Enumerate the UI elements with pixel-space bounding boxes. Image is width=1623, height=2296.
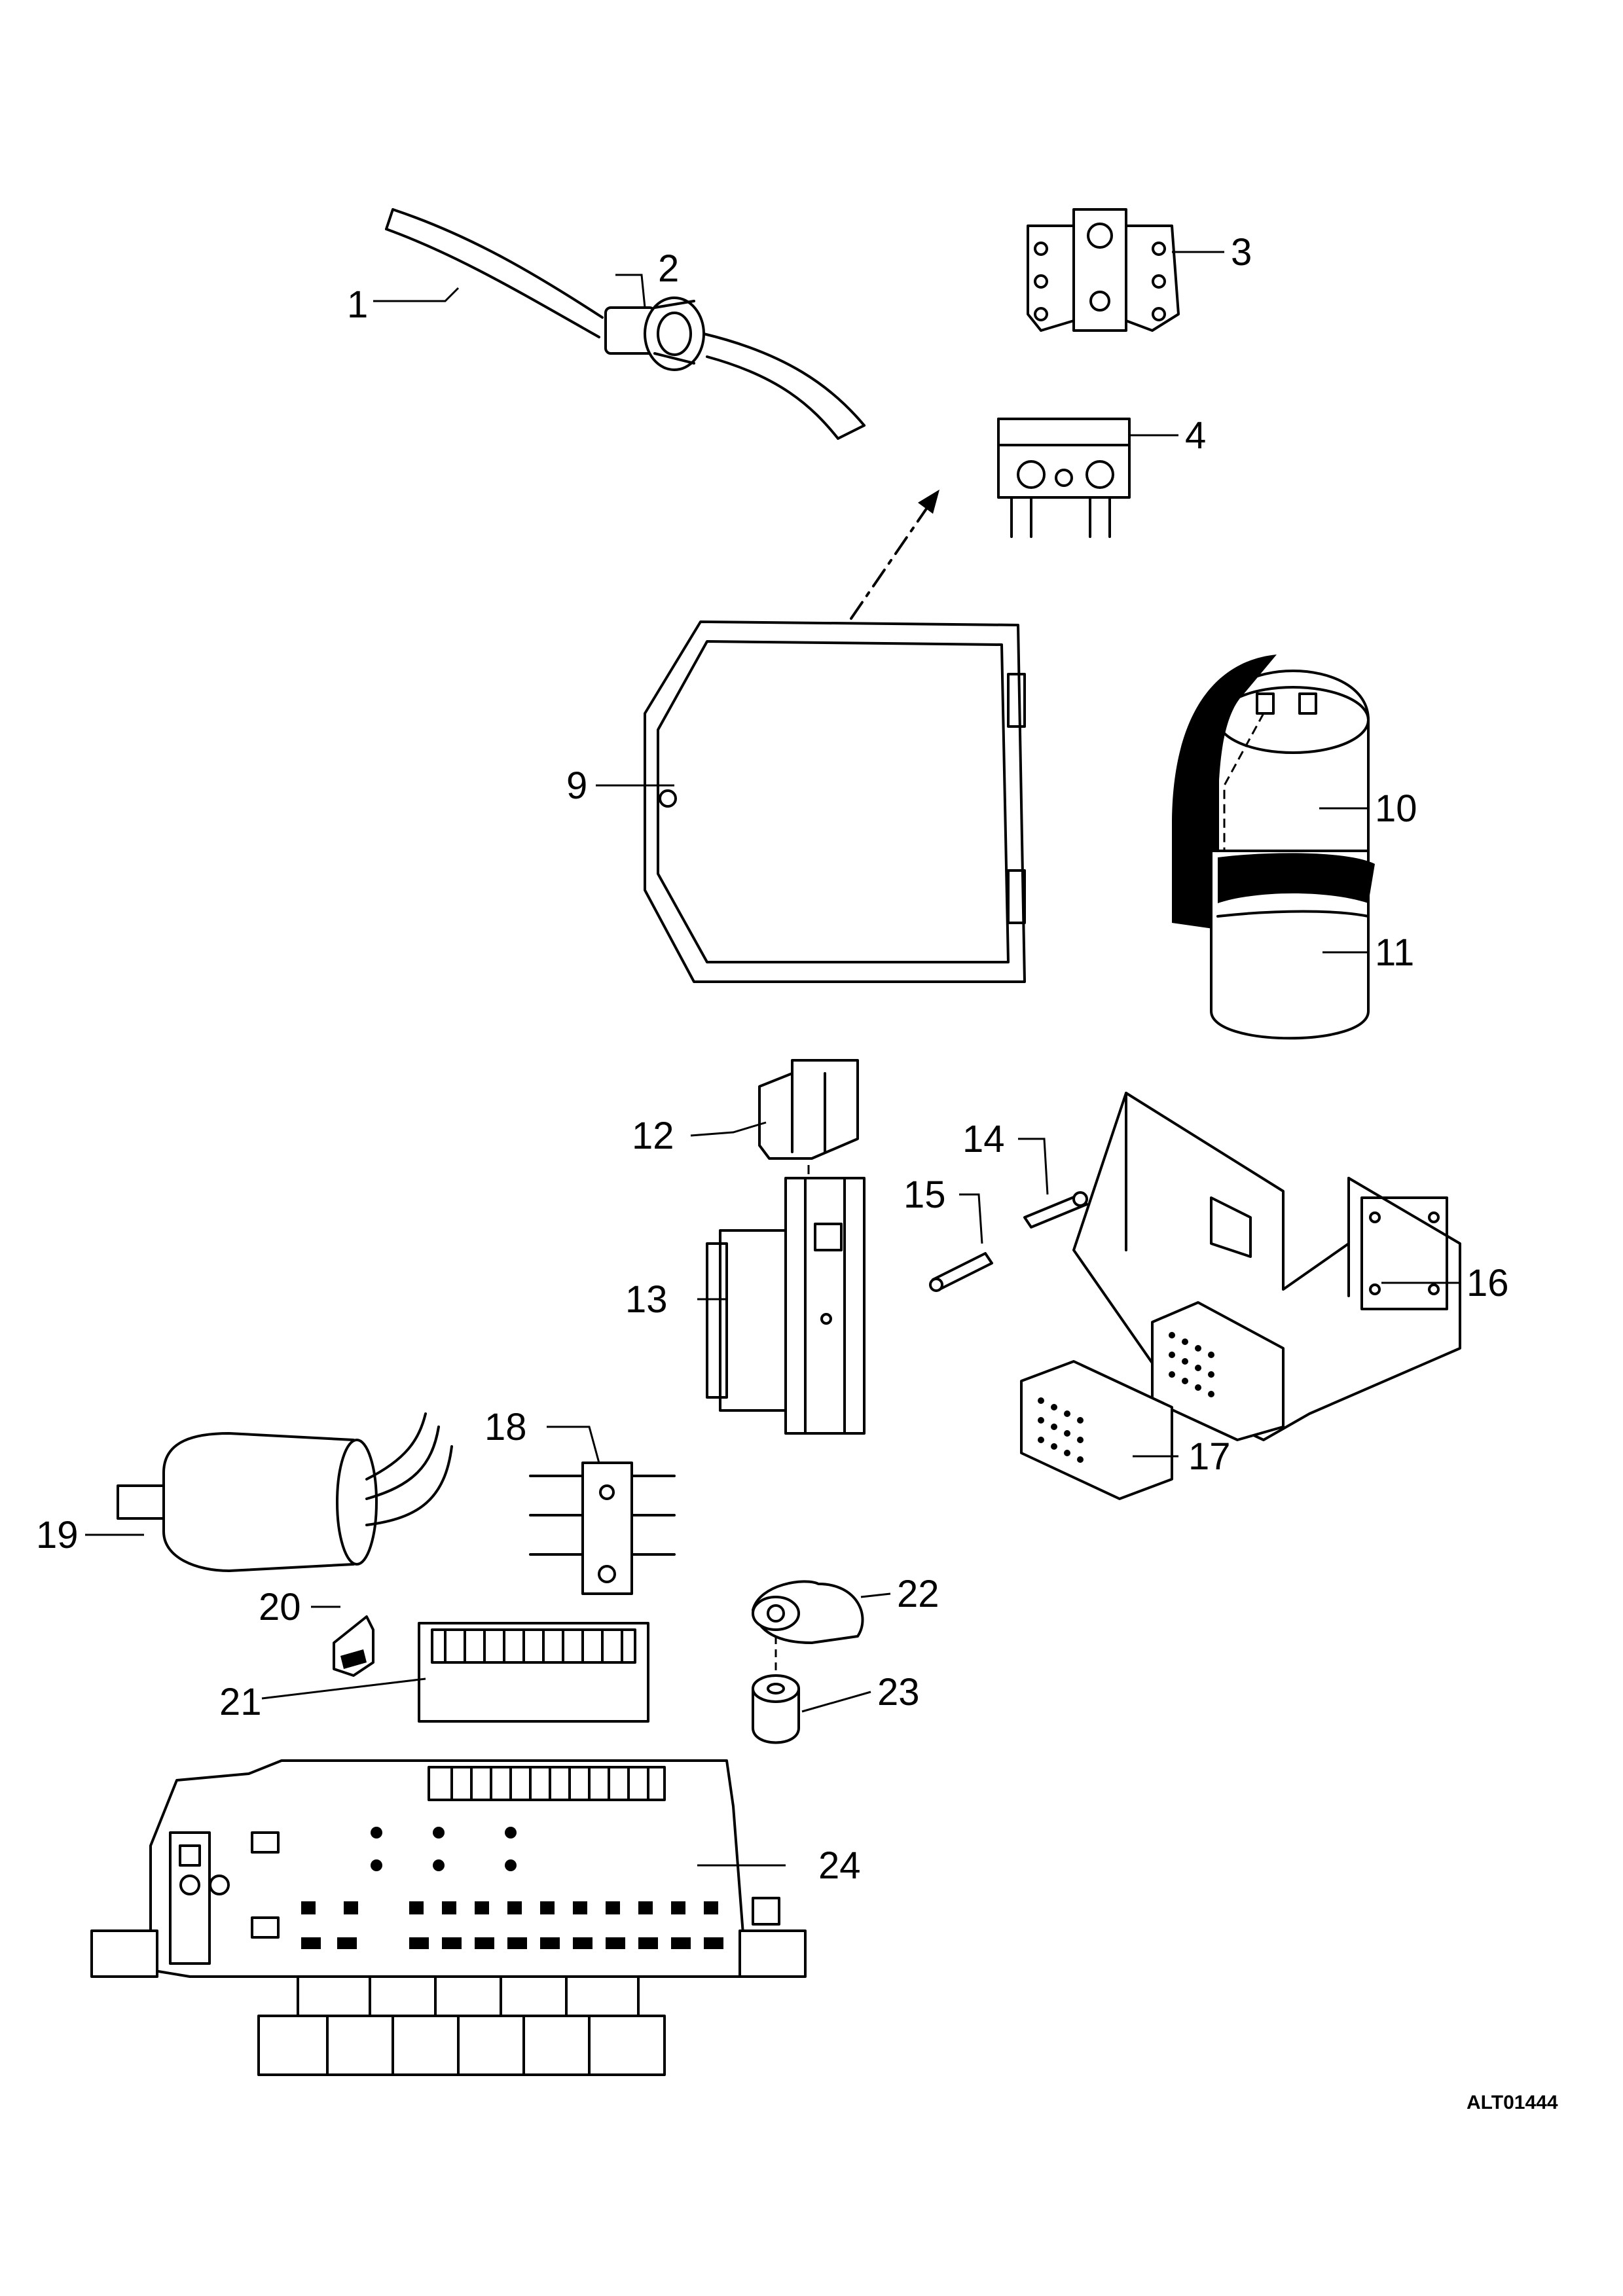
part-18-strap [529, 1462, 676, 1595]
figure-reference-code: ALT01444 [1467, 2092, 1558, 2113]
callout-10: 10 [1375, 787, 1417, 830]
part-4-terminal-block [997, 418, 1131, 538]
part-21-connector-block [418, 1622, 649, 1723]
part-17-connectors [1020, 1301, 1285, 1500]
callout-22: 22 [897, 1573, 939, 1615]
callout-2: 2 [658, 247, 679, 290]
part-15-pin [929, 1252, 993, 1292]
callout-19: 19 [36, 1514, 79, 1556]
part-9-cover [644, 620, 1026, 983]
assembly-arrow [850, 490, 939, 620]
part-20-terminal [333, 1615, 374, 1677]
callout-11: 11 [1375, 931, 1414, 974]
callout-18: 18 [484, 1406, 527, 1448]
board-relays [257, 1975, 666, 2076]
callout-12: 12 [632, 1115, 674, 1157]
part-12-clip [758, 1059, 859, 1160]
callout-15: 15 [903, 1174, 946, 1216]
part-3-bracket [1027, 208, 1180, 332]
part-11-clamp [1210, 850, 1375, 1040]
callout-16: 16 [1467, 1262, 1509, 1304]
callout-20: 20 [259, 1586, 301, 1628]
part-1-cable [385, 208, 866, 440]
callout-3: 3 [1231, 231, 1252, 274]
part-22-clip [752, 1580, 864, 1644]
board-components [301, 1827, 723, 1949]
part-10-capacitor [1172, 655, 1370, 929]
part-14-pin [1023, 1191, 1088, 1229]
callout-14: 14 [962, 1118, 1005, 1160]
callout-21: 21 [219, 1681, 262, 1723]
part-2-grommet [604, 296, 705, 371]
callout-17: 17 [1188, 1435, 1231, 1478]
connector-pins [1038, 1332, 1214, 1463]
leader-lines [85, 251, 1460, 1867]
callout-labels: 1 2 3 4 9 10 11 12 13 14 15 16 17 18 19 … [36, 231, 1509, 1887]
callout-1: 1 [347, 283, 368, 326]
callout-9: 9 [566, 764, 587, 807]
callout-4: 4 [1185, 414, 1206, 457]
callout-24: 24 [818, 1844, 861, 1887]
callout-13: 13 [625, 1278, 668, 1321]
callout-23: 23 [877, 1671, 920, 1713]
part-19-capacitor [117, 1412, 453, 1572]
part-23-spacer [752, 1636, 800, 1744]
part-24-circuit-board [90, 1759, 807, 2076]
part-13-relay-base [706, 1165, 866, 1435]
